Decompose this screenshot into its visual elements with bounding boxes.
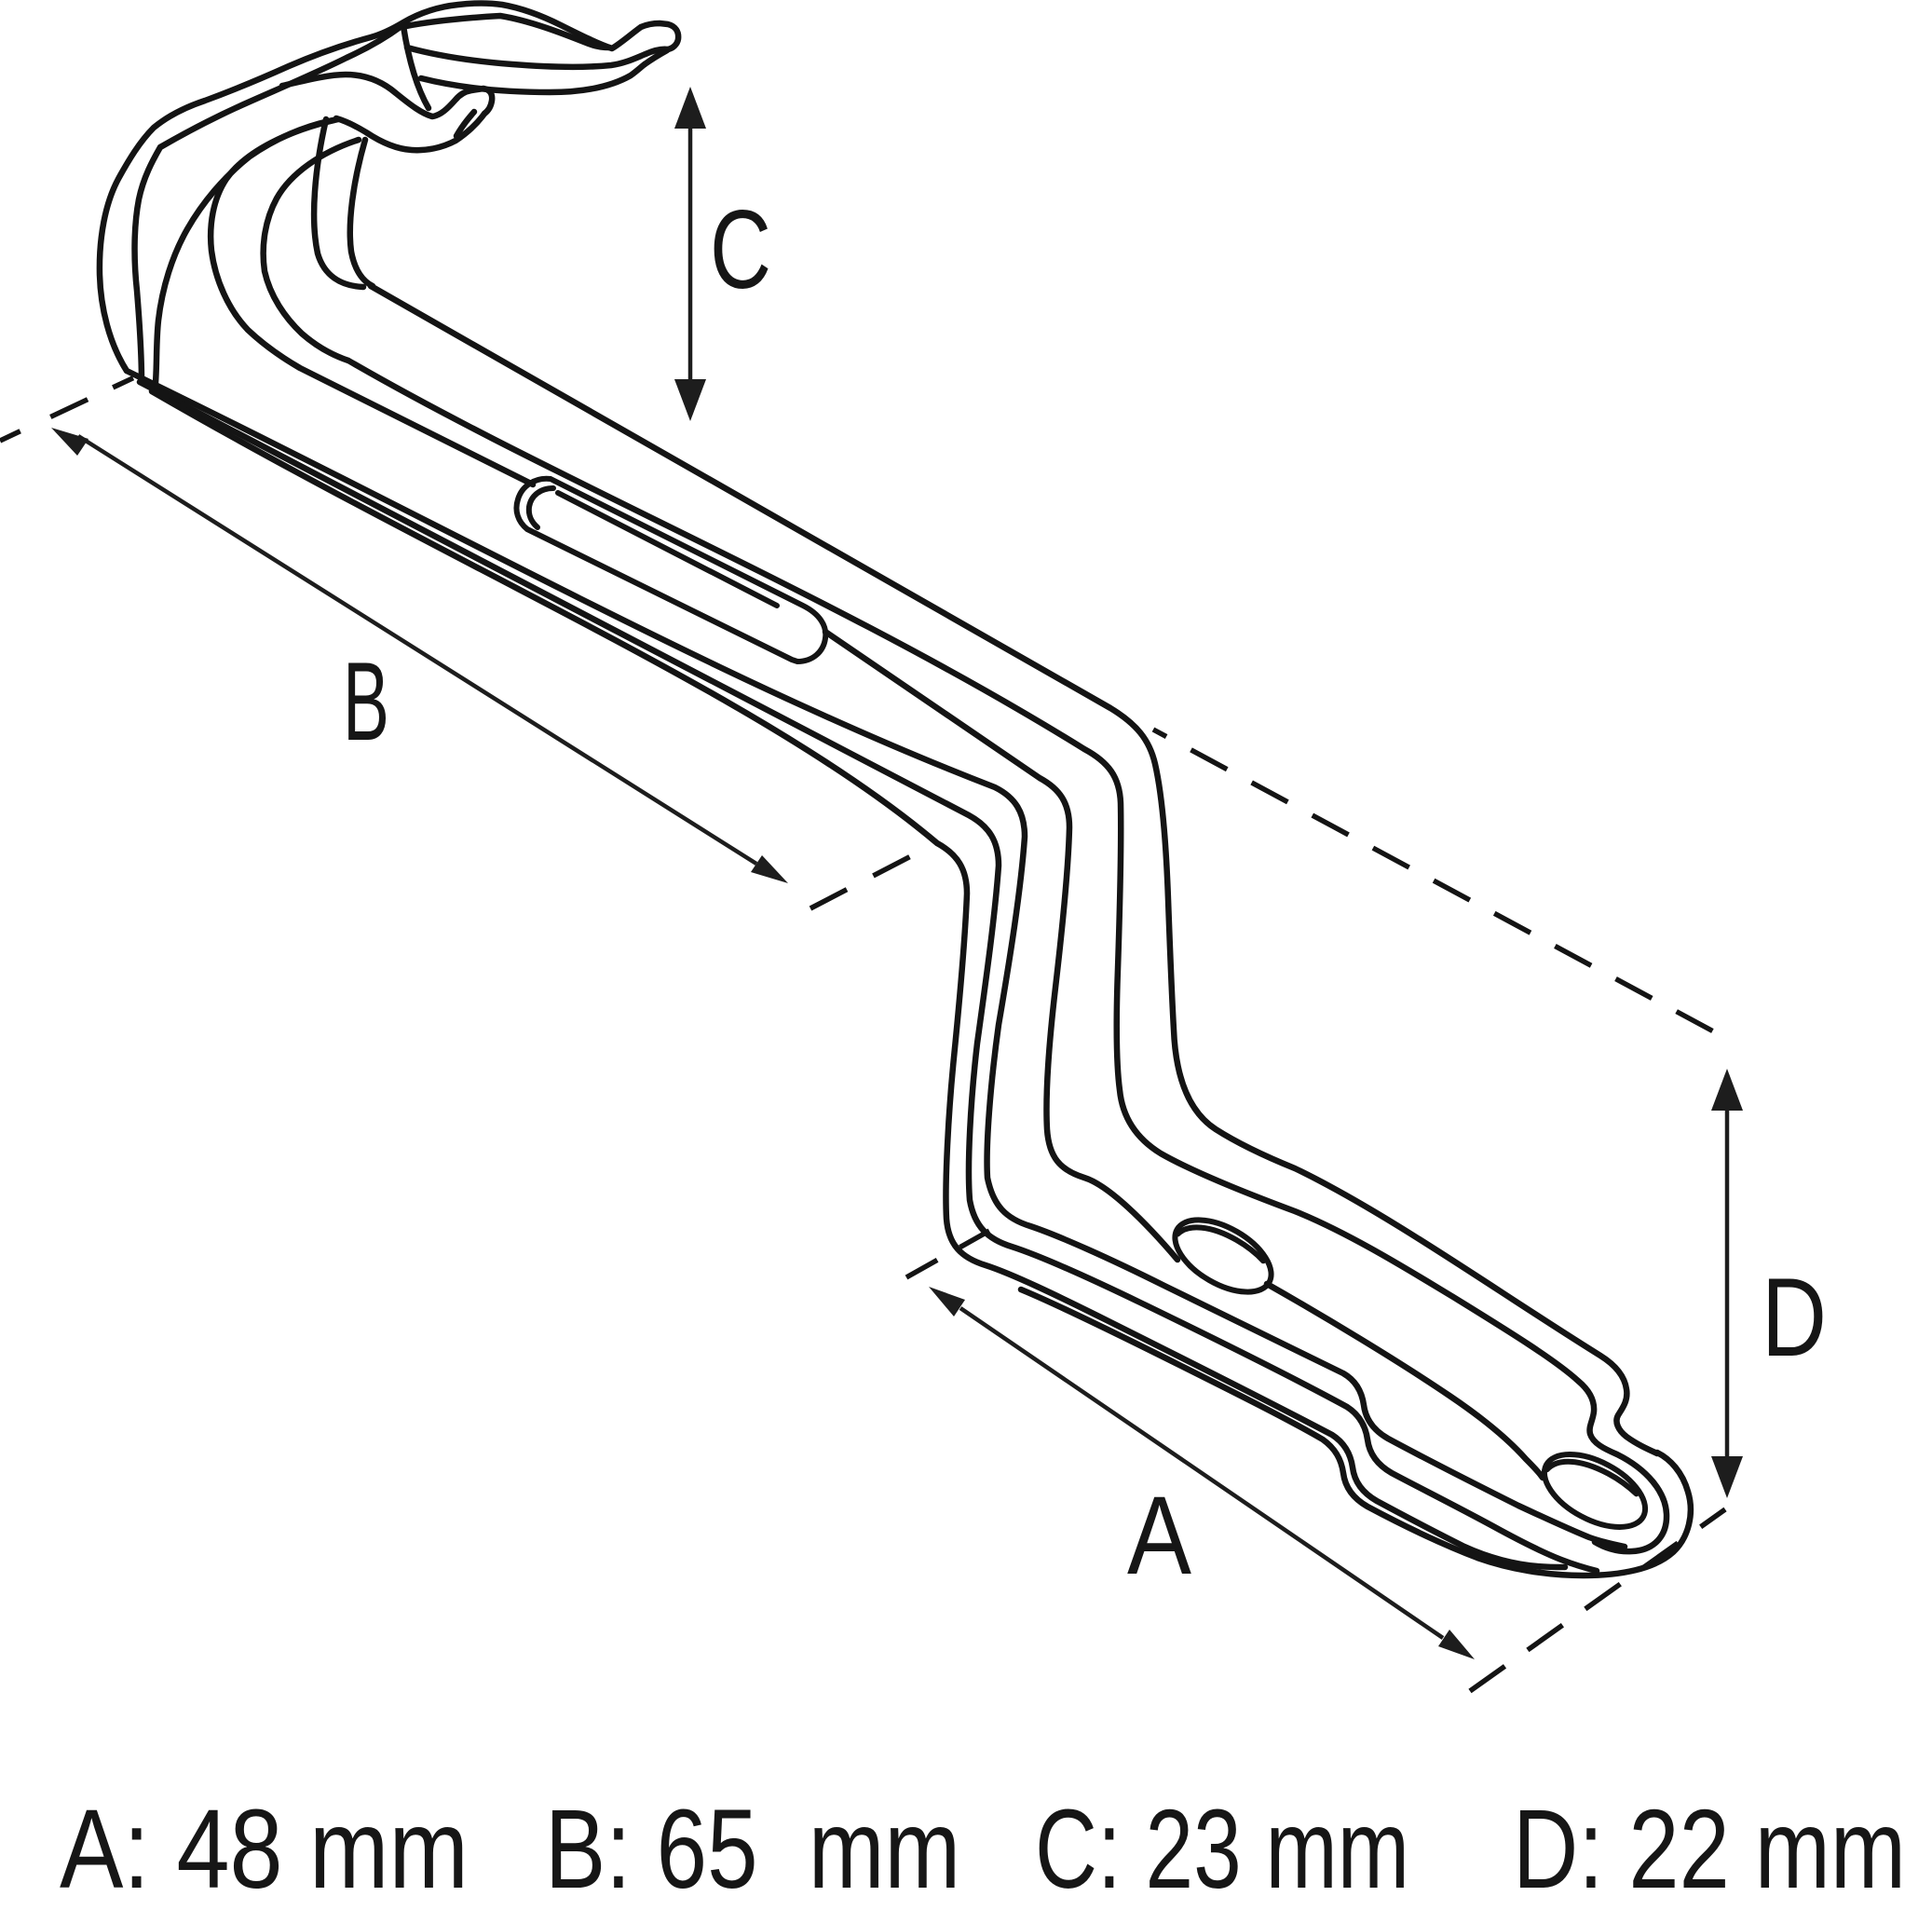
svg-text:B: B bbox=[343, 639, 389, 764]
svg-text:C: C bbox=[710, 187, 771, 312]
svg-text:D: 22 mm: D: 22 mm bbox=[1513, 1785, 1906, 1910]
svg-text:A: 48 mm: A: 48 mm bbox=[60, 1785, 469, 1910]
svg-text:A: A bbox=[1127, 1473, 1191, 1598]
svg-text:C: 23 mm: C: 23 mm bbox=[1035, 1785, 1409, 1910]
svg-text:B: 65 mm: B: 65 mm bbox=[545, 1785, 960, 1910]
svg-text:D: D bbox=[1762, 1255, 1827, 1380]
